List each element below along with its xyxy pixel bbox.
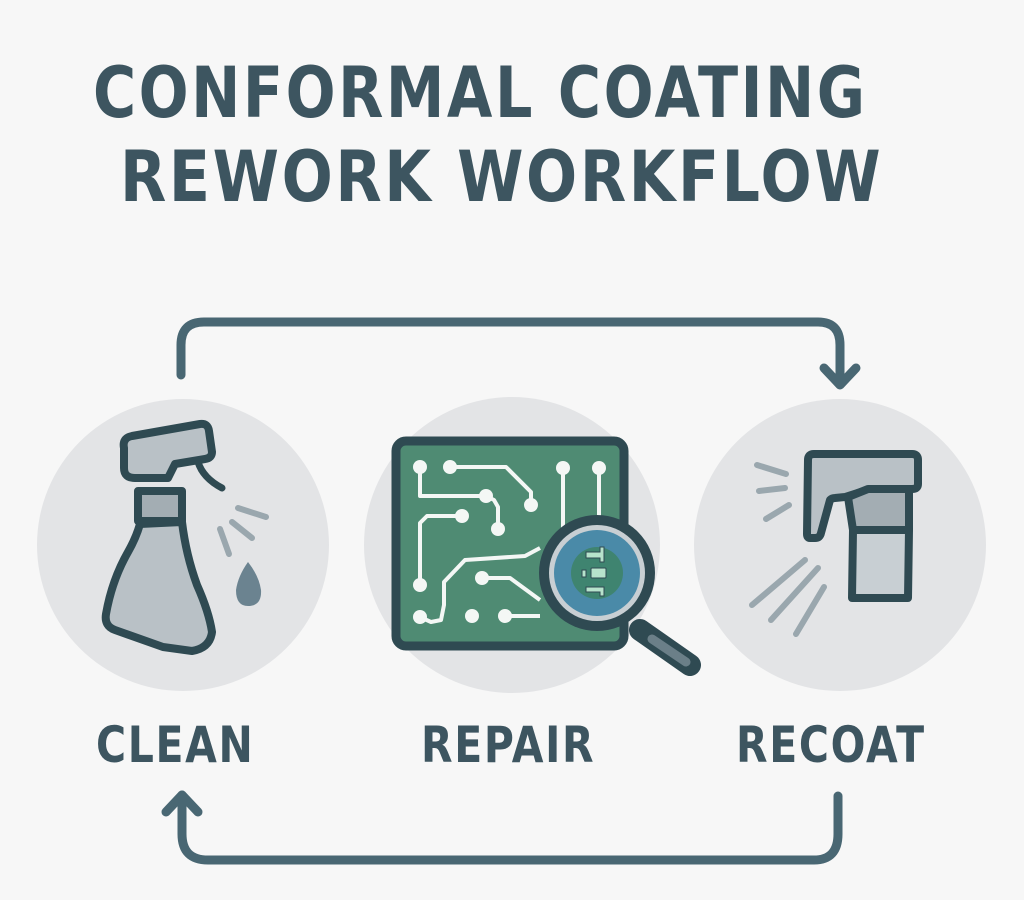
circuit-board-magnifier-icon [391, 436, 701, 676]
spray-gun-icon [749, 450, 922, 637]
step-label-clean: CLEAN [96, 716, 255, 774]
step-label-repair: REPAIR [421, 716, 596, 774]
spray-bottle-icon [101, 419, 269, 655]
step-label-recoat: RECOAT [736, 716, 926, 774]
title-line-1: CONFORMAL COATING [93, 52, 868, 134]
forward-arrow-icon [176, 317, 861, 390]
recoat-step-circle [694, 399, 986, 691]
title-line-2: REWORK WORKFLOW [120, 136, 884, 218]
return-arrow-icon [161, 790, 843, 865]
